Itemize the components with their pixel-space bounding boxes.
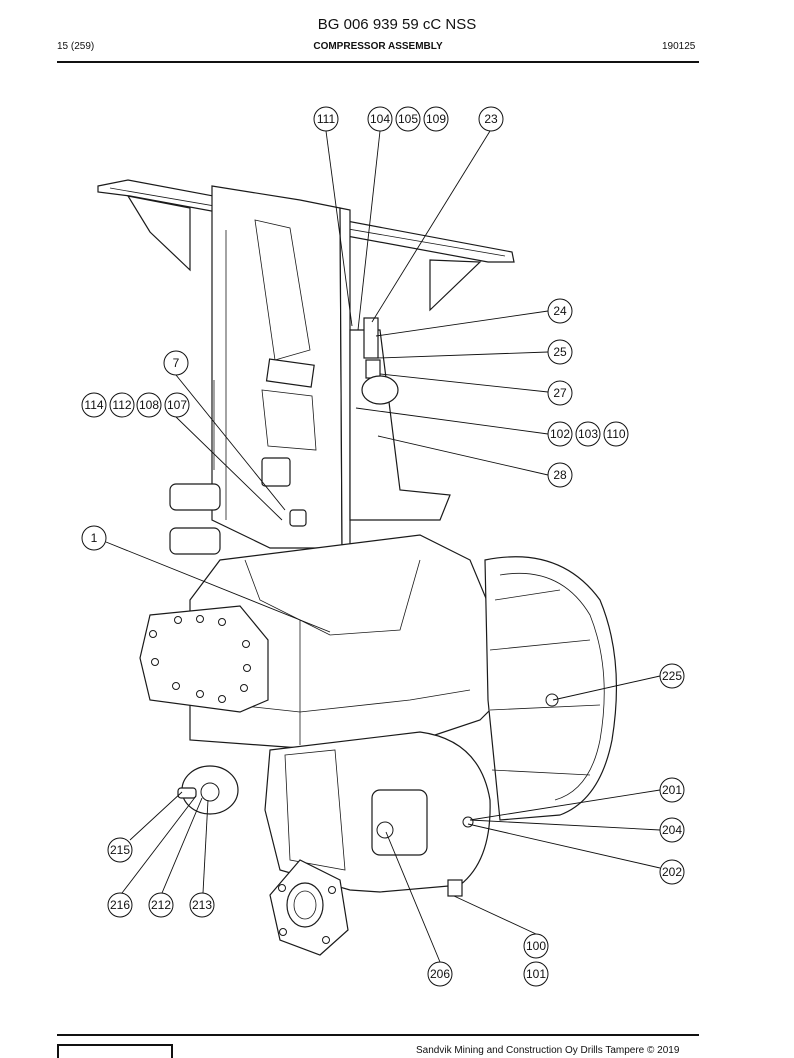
- section-title: COMPRESSOR ASSEMBLY: [313, 41, 443, 52]
- svg-text:23: 23: [484, 112, 498, 126]
- callout-107: 107: [164, 392, 190, 418]
- svg-text:7: 7: [173, 356, 180, 370]
- side-plate: [349, 317, 451, 521]
- svg-text:104: 104: [370, 112, 390, 126]
- date-code: 190125: [662, 41, 696, 52]
- svg-text:1: 1: [91, 531, 98, 545]
- callout-109: 109: [423, 106, 449, 132]
- callout-104: 104: [367, 106, 393, 132]
- svg-text:112: 112: [112, 398, 131, 412]
- callout-225: 225: [659, 663, 685, 689]
- gearbox: [177, 731, 491, 897]
- frame-plate: [211, 185, 351, 549]
- callout-25: 25: [547, 339, 573, 365]
- callout-206: 206: [427, 961, 453, 987]
- callout-114: 114: [81, 392, 107, 418]
- svg-text:111: 111: [317, 112, 336, 126]
- svg-text:28: 28: [553, 468, 567, 482]
- svg-text:102: 102: [550, 427, 570, 441]
- end-cover: [139, 605, 269, 713]
- callout-24: 24: [547, 298, 573, 324]
- callout-213: 213: [189, 892, 215, 918]
- svg-text:201: 201: [662, 783, 682, 797]
- svg-text:103: 103: [578, 427, 598, 441]
- callout-27: 27: [547, 380, 573, 406]
- callout-28: 28: [547, 462, 573, 488]
- svg-text:109: 109: [426, 112, 446, 126]
- outlet-flange: [269, 859, 349, 956]
- callout-204: 204: [659, 817, 685, 843]
- callout-108: 108: [136, 392, 162, 418]
- svg-text:206: 206: [430, 967, 450, 981]
- callout-201: 201: [659, 777, 685, 803]
- callout-100: 100: [523, 933, 549, 959]
- footer-rule: [57, 1034, 699, 1036]
- document-id: BG 006 939 59 cC NSS: [317, 16, 477, 33]
- bell-housing: [484, 556, 618, 821]
- callout-110: 110: [603, 421, 629, 447]
- svg-text:110: 110: [606, 427, 625, 441]
- callout-202: 202: [659, 859, 685, 885]
- callout-112: 112: [109, 392, 135, 418]
- callout-1: 1: [81, 525, 107, 551]
- svg-text:100: 100: [526, 939, 546, 953]
- svg-text:27: 27: [553, 386, 567, 400]
- valve-blocks: [169, 457, 307, 555]
- callout-7: 7: [163, 350, 189, 376]
- svg-text:25: 25: [553, 345, 567, 359]
- svg-text:108: 108: [139, 398, 159, 412]
- footer-copyright: Sandvik Mining and Construction Oy Drill…: [416, 1045, 680, 1056]
- callout-103: 103: [575, 421, 601, 447]
- page-number: 15 (259): [57, 41, 95, 52]
- svg-text:204: 204: [662, 823, 682, 837]
- callout-212: 212: [148, 892, 174, 918]
- svg-text:202: 202: [662, 865, 682, 879]
- svg-text:215: 215: [110, 843, 130, 857]
- svg-text:213: 213: [192, 898, 212, 912]
- callout-101: 101: [523, 961, 549, 987]
- leader-lines: [105, 130, 661, 963]
- callout-23: 23: [478, 106, 504, 132]
- callout-111: 111: [313, 106, 339, 132]
- svg-text:225: 225: [662, 669, 682, 683]
- svg-text:101: 101: [526, 967, 546, 981]
- svg-text:107: 107: [167, 398, 187, 412]
- svg-text:114: 114: [84, 398, 103, 412]
- callout-102: 102: [547, 421, 573, 447]
- callout-215: 215: [107, 837, 133, 863]
- callout-216: 216: [107, 892, 133, 918]
- svg-text:24: 24: [553, 304, 567, 318]
- company-logo: [57, 1044, 173, 1058]
- svg-text:105: 105: [398, 112, 418, 126]
- svg-text:212: 212: [151, 898, 171, 912]
- callout-105: 105: [395, 106, 421, 132]
- svg-text:216: 216: [110, 898, 130, 912]
- header-rule: [57, 61, 699, 63]
